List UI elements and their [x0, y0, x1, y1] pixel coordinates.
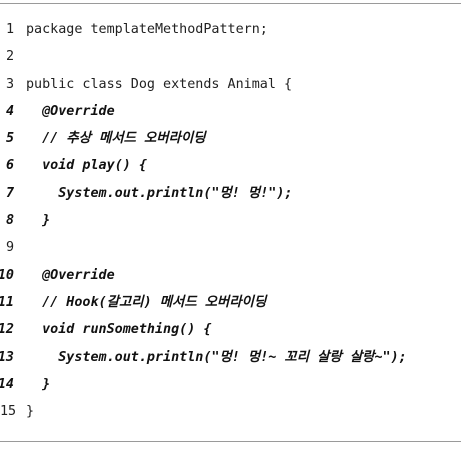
code-line-8: 8 } — [0, 207, 461, 234]
code-line-14: 14 } — [0, 371, 461, 398]
line-number: 10 — [0, 267, 14, 283]
line-code: void runSomething() { — [26, 322, 212, 338]
line-code: } — [26, 376, 51, 392]
code-line-13: 13 System.out.println("멍! 멍!~ 꼬리 살랑 살랑~"… — [0, 344, 461, 371]
line-number: 15 — [0, 404, 17, 420]
line-number: 14 — [0, 376, 14, 392]
code-line-6: 6 void play() { — [0, 152, 461, 179]
line-code: } — [26, 213, 51, 229]
line-number: 9 — [5, 240, 14, 256]
line-number: 12 — [0, 322, 14, 338]
line-number: 1 — [5, 22, 14, 37]
line-code: // Hook(갈고리) 메서드 오버라이딩 — [26, 294, 267, 310]
line-code: System.out.println("멍! 멍!"); — [26, 185, 293, 201]
line-number: 13 — [0, 349, 14, 365]
line-number: 2 — [5, 49, 14, 65]
line-code: @Override — [26, 267, 115, 283]
line-code: System.out.println("멍! 멍!~ 꼬리 살랑 살랑~"); — [26, 349, 407, 365]
line-code: @Override — [26, 103, 115, 119]
line-number: 5 — [5, 131, 14, 147]
code-line-9: 9 — [0, 234, 461, 261]
line-number: 4 — [5, 103, 14, 119]
bottom-divider — [0, 441, 461, 442]
top-divider — [0, 3, 461, 4]
line-code: package templateMethodPattern; — [26, 22, 268, 37]
code-line-3: 3 public class Dog extends Animal { — [0, 71, 461, 98]
line-number: 7 — [5, 185, 14, 201]
code-line-15: 15 } — [0, 398, 461, 425]
line-number: 8 — [5, 213, 14, 229]
line-number: 11 — [0, 294, 14, 310]
code-line-10: 10 @Override — [0, 262, 461, 289]
line-code: void play() { — [26, 158, 147, 174]
line-code: // 추상 메서드 오버라이딩 — [26, 131, 206, 147]
code-line-5: 5 // 추상 메서드 오버라이딩 — [0, 125, 461, 152]
code-line-1: 1 package templateMethodPattern; — [0, 16, 461, 43]
code-lines: 1 package templateMethodPattern; 2 3 pub… — [0, 16, 461, 425]
line-code: public class Dog extends Animal { — [26, 76, 293, 92]
code-line-12: 12 void runSomething() { — [0, 316, 461, 343]
code-line-11: 11 // Hook(갈고리) 메서드 오버라이딩 — [0, 289, 461, 316]
code-line-2: 2 — [0, 43, 461, 70]
code-line-7: 7 System.out.println("멍! 멍!"); — [0, 180, 461, 207]
line-code: } — [26, 404, 35, 420]
code-line-4: 4 @Override — [0, 98, 461, 125]
line-number: 3 — [5, 76, 14, 92]
line-number: 6 — [5, 158, 14, 174]
